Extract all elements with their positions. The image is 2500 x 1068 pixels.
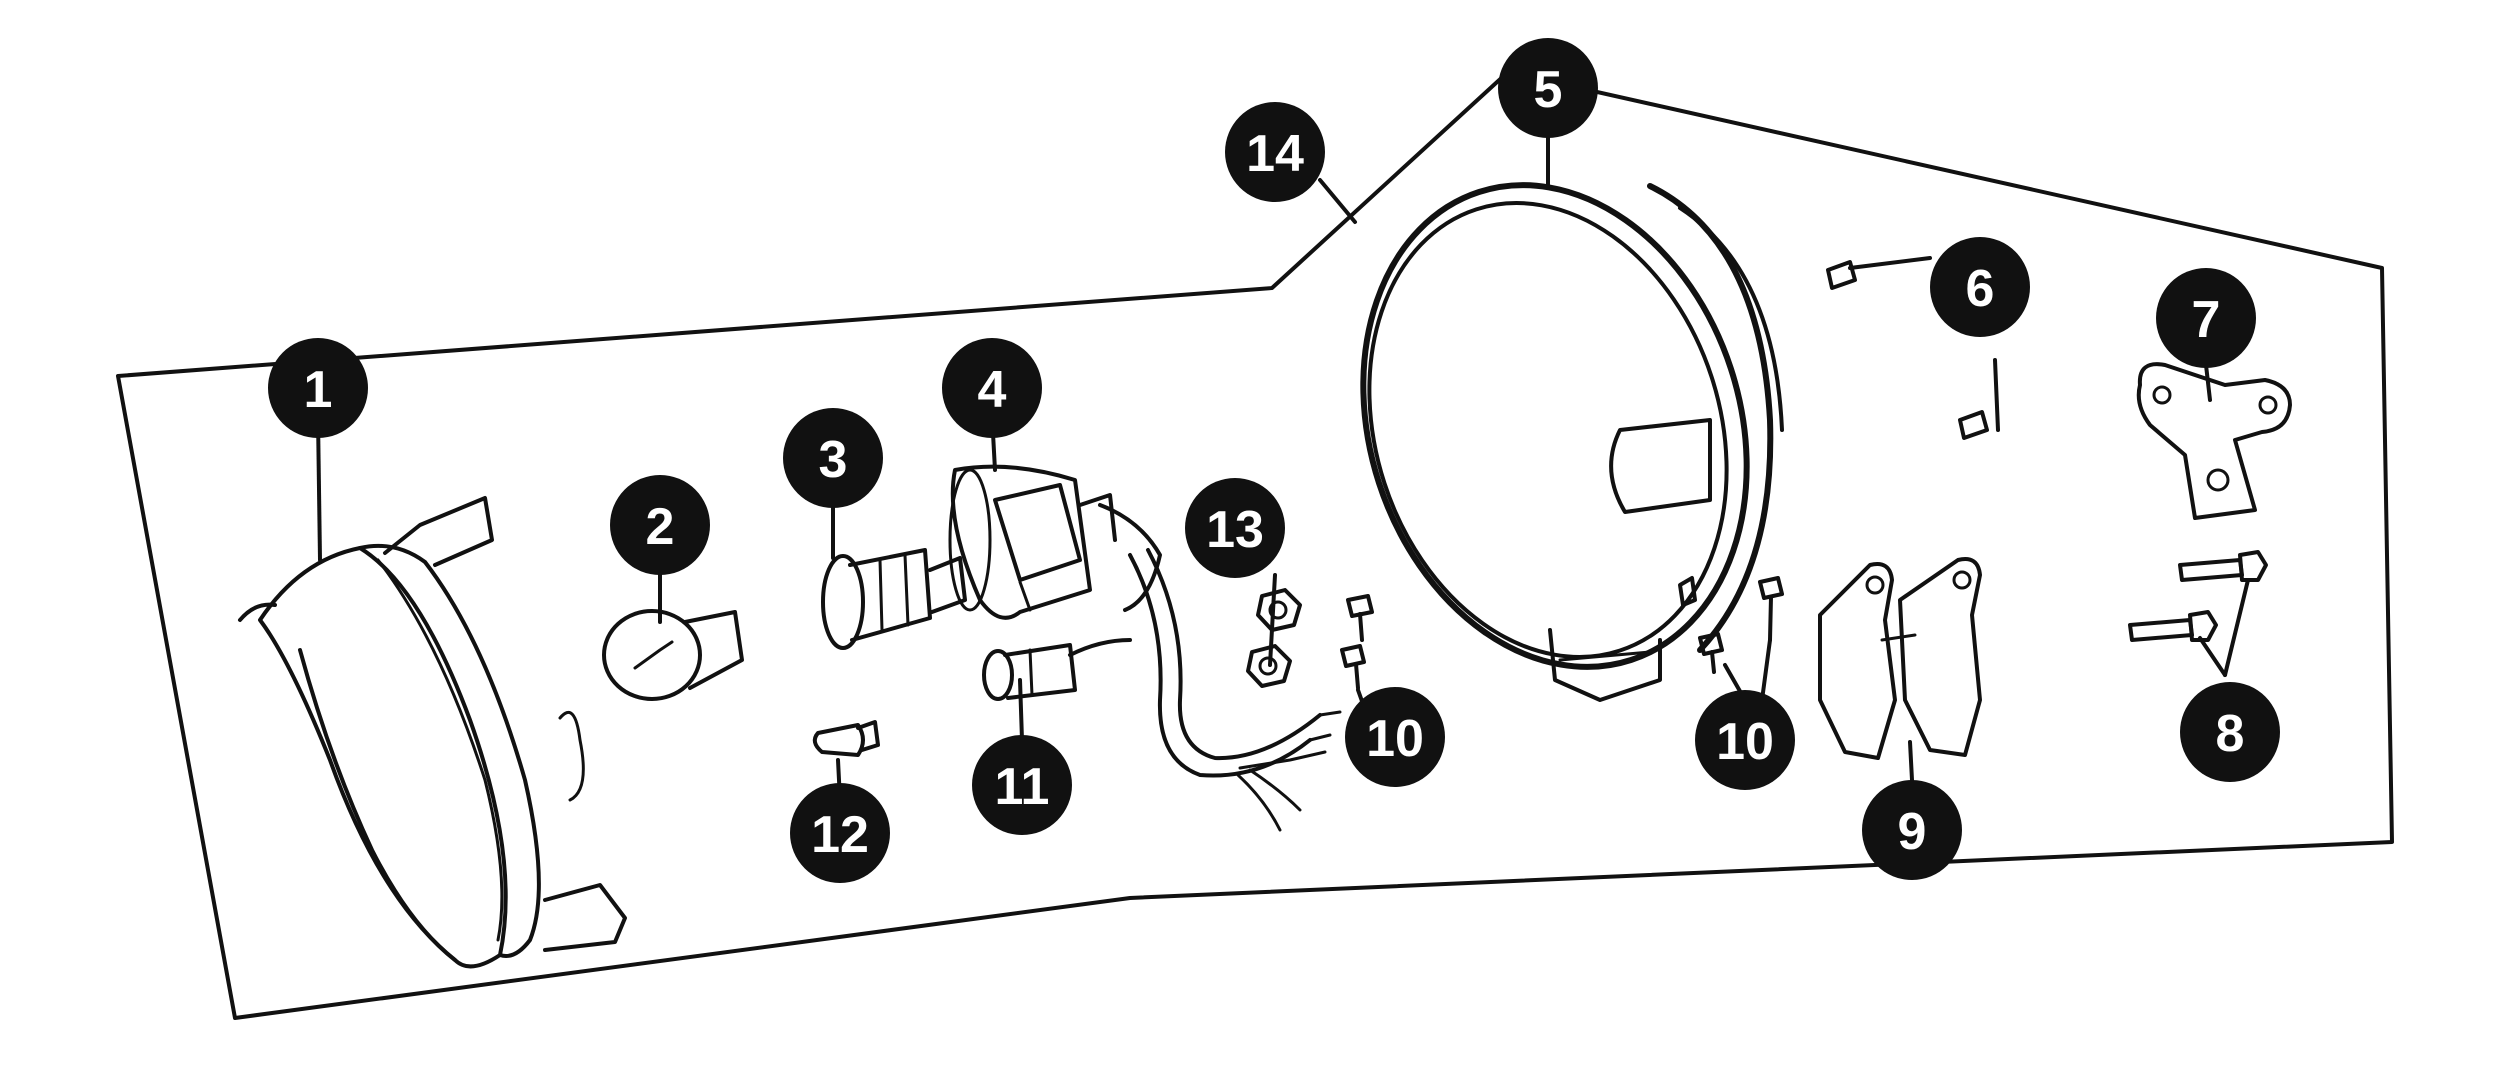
bolts (1826, 256, 2000, 440)
wiring-harness (1128, 548, 1342, 832)
callout-3-number: 3 (819, 431, 848, 489)
callout-10-left: 10 (1345, 687, 1445, 787)
callout-2: 2 (610, 475, 710, 575)
callout-4: 4 (942, 338, 1042, 438)
bolts-with-nuts (2128, 550, 2268, 642)
bulb (602, 609, 744, 701)
callout-14: 14 (1225, 102, 1325, 202)
headlamp-sealed-beam (238, 496, 627, 969)
callout-11-number: 11 (995, 758, 1050, 816)
callout-11: 11 (972, 735, 1072, 835)
callout-5-number: 5 (1534, 61, 1563, 119)
nuts (1246, 588, 1302, 688)
callout-13: 13 (1185, 478, 1285, 578)
headlamp-shell (1360, 182, 1784, 702)
callout-6-number: 6 (1966, 260, 1995, 318)
mounting-bracket (2136, 362, 2292, 520)
callout-1: 1 (268, 338, 368, 438)
callout-4-number: 4 (978, 361, 1007, 419)
small-socket (982, 638, 1132, 701)
callout-9: 9 (1862, 780, 1962, 880)
side-brackets (1818, 557, 1982, 760)
callout-10-right-number: 10 (1716, 713, 1774, 771)
small-bulb (812, 720, 880, 757)
callout-10-right: 10 (1695, 690, 1795, 790)
callout-6: 6 (1930, 237, 2030, 337)
callout-9-number: 9 (1898, 803, 1927, 861)
callout-12-number: 12 (811, 806, 869, 864)
screws-left (1340, 594, 1374, 690)
callout-2-number: 2 (646, 498, 675, 556)
callout-8: 8 (2180, 682, 2280, 782)
callout-7: 7 (2156, 268, 2256, 368)
callout-3: 3 (783, 408, 883, 508)
callout-1-number: 1 (304, 361, 333, 419)
callout-13-number: 13 (1206, 501, 1264, 559)
callout-14-number: 14 (1246, 125, 1304, 183)
screws-right (1698, 576, 1784, 674)
callout-8-number: 8 (2216, 705, 2245, 763)
lamp-housing-connector (948, 464, 1162, 620)
callout-7-number: 7 (2192, 291, 2221, 349)
mounting-board-outline (116, 70, 2394, 1020)
lamp-socket (821, 548, 967, 650)
callout-5: 5 (1498, 38, 1598, 138)
leader-lines (316, 126, 2250, 802)
callout-12: 12 (790, 783, 890, 883)
callout-10-left-number: 10 (1366, 710, 1424, 768)
